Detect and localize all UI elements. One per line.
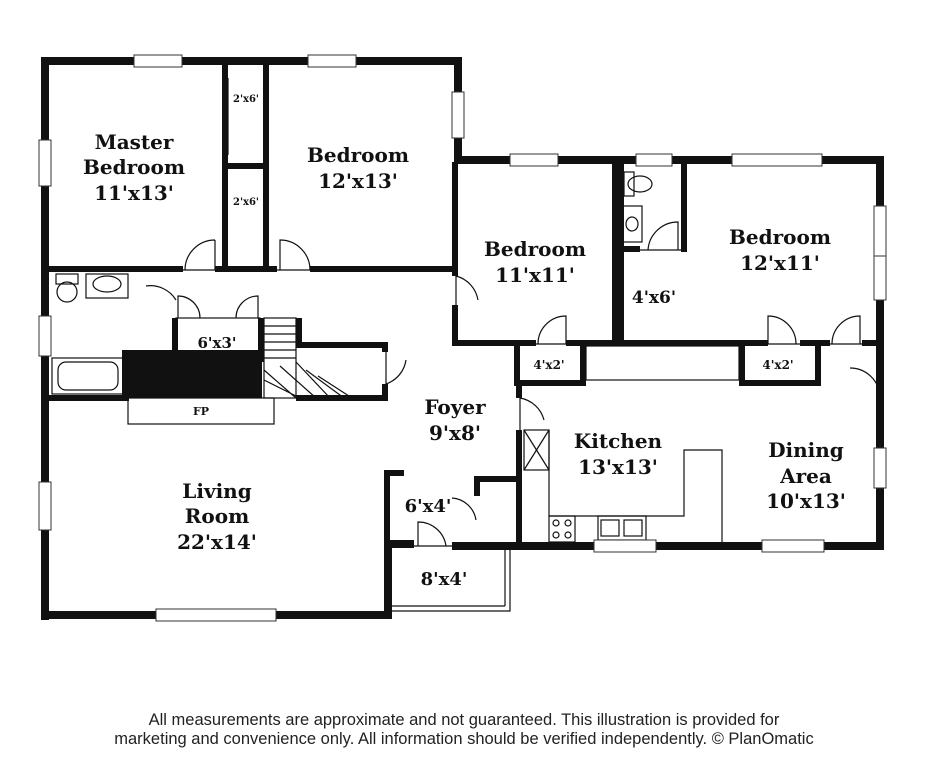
bedroom-3-size: 11'x11' bbox=[495, 263, 575, 287]
master-bedroom-name-1: Master bbox=[95, 130, 174, 154]
dining-name-2: Area bbox=[779, 464, 832, 488]
bedroom-4-size: 12'x11' bbox=[740, 251, 820, 275]
room-labels: Master Bedroom 11'x13' Bedroom 12'x13' B… bbox=[83, 130, 846, 554]
hall-closet-size: 6'x3' bbox=[197, 334, 236, 352]
kitchen-name: Kitchen bbox=[574, 429, 663, 453]
windows bbox=[38, 54, 887, 622]
fireplace-label: FP bbox=[193, 405, 209, 418]
bedroom-4-name: Bedroom bbox=[729, 225, 831, 249]
master-bedroom-name-2: Bedroom bbox=[83, 155, 185, 179]
foyer-size: 9'x8' bbox=[429, 421, 481, 445]
vestibule-size: 6'x4' bbox=[405, 496, 452, 517]
closet-b4-size: 4'x2' bbox=[762, 358, 793, 372]
foyer-name: Foyer bbox=[424, 395, 486, 419]
dining-size: 10'x13' bbox=[766, 489, 846, 513]
living-size: 22'x14' bbox=[177, 530, 257, 554]
living-name-1: Living bbox=[182, 479, 251, 503]
closet-top-size: 2'x6' bbox=[233, 94, 259, 105]
porch-size: 8'x4' bbox=[421, 569, 468, 590]
living-name-2: Room bbox=[185, 504, 249, 528]
bedroom-2-size: 12'x13' bbox=[318, 169, 398, 193]
closet-bottom-size: 2'x6' bbox=[233, 197, 259, 208]
bedroom-3-name: Bedroom bbox=[484, 237, 586, 261]
interior-walls bbox=[41, 62, 882, 548]
dining-name-1: Dining bbox=[768, 438, 844, 462]
small-labels: 2'x6' 2'x6' 6'x3' FP 4'x6' 4'x2' 4'x2' 6… bbox=[193, 94, 794, 590]
master-bedroom-size: 11'x13' bbox=[94, 181, 174, 205]
closet-b3-size: 4'x2' bbox=[533, 358, 564, 372]
disclaimer-line-1: All measurements are approximate and not… bbox=[148, 711, 780, 729]
floor-plan: Master Bedroom 11'x13' Bedroom 12'x13' B… bbox=[38, 54, 887, 622]
bedroom-2-name: Bedroom bbox=[307, 143, 409, 167]
disclaimer-line-2: marketing and convenience only. All info… bbox=[114, 730, 814, 748]
bath-size: 4'x6' bbox=[632, 288, 676, 308]
kitchen-size: 13'x13' bbox=[578, 455, 658, 479]
